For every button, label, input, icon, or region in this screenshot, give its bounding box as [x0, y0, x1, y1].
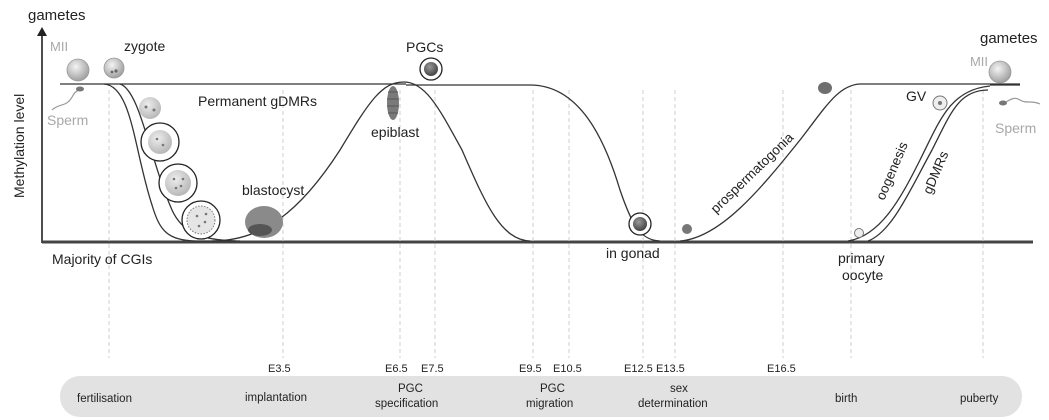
- cells: [51, 57, 1041, 240]
- prospermatogonia-rise: [679, 83, 1020, 242]
- in-gonad-label: in gonad: [606, 245, 660, 261]
- stage-implantation: implantation: [245, 392, 307, 404]
- oogenesis-rise-outer: [847, 85, 991, 242]
- y-axis-arrow: [37, 27, 47, 36]
- oogenesis-rise-inner: [867, 89, 989, 242]
- primary-oocyte-icon: [854, 228, 864, 238]
- y-axis-label: Methylation level: [11, 94, 27, 198]
- primary-oocyte-label-line2: oocyte: [842, 267, 883, 283]
- stage-sex-determination-1: sex: [670, 383, 688, 395]
- sperm-label-left: Sperm: [47, 112, 88, 128]
- gametes-label-right: gametes: [980, 30, 1038, 47]
- sperm-label-right: Sperm: [995, 120, 1036, 136]
- prospermatogonia-icon: [818, 82, 832, 94]
- time-guides: [108, 90, 984, 358]
- timepoint-label: E12.5: [624, 363, 653, 375]
- stage-pgc-specification-1: PGC: [398, 383, 423, 395]
- oogenesis-label: oogenesis: [873, 139, 911, 202]
- timepoint-label: E7.5: [421, 363, 444, 375]
- stage-pgc-migration-1: PGC: [540, 383, 565, 395]
- epiblast-icon: [387, 86, 399, 120]
- axes: [37, 27, 1033, 244]
- zygote-icon: [103, 57, 125, 79]
- permanent-gdmrs-label: Permanent gDMRs: [198, 93, 317, 109]
- zygote-drop-outer: [103, 83, 240, 242]
- primary-oocyte-label-line1: primary: [838, 250, 885, 266]
- stage-band: [60, 376, 1022, 417]
- stage-puberty: puberty: [960, 393, 999, 405]
- embryo-2cell-icon: [139, 97, 161, 119]
- gametes-label-left: gametes: [28, 7, 86, 24]
- majority-cgis-label: Majority of CGIs: [52, 251, 152, 267]
- mii-label-right: MII: [970, 54, 988, 69]
- timepoint-label: E9.5: [519, 363, 542, 375]
- stage-labels: fertilisation implantation PGC specifica…: [77, 383, 999, 410]
- epiblast-label: epiblast: [371, 124, 419, 140]
- stage-pgc-migration-2: migration: [526, 398, 573, 410]
- mii-egg-icon-right: [988, 60, 1012, 84]
- stage-fertilisation: fertilisation: [77, 393, 132, 405]
- blastocyst-label: blastocyst: [242, 182, 304, 198]
- timepoint-label: E16.5: [767, 363, 796, 375]
- timepoint-label: E6.5: [385, 363, 408, 375]
- mii-egg-icon-left: [66, 58, 90, 82]
- timepoint-label: E3.5: [268, 363, 291, 375]
- stage-sex-determination-2: determination: [638, 398, 708, 410]
- gv-label: GV: [906, 88, 927, 104]
- sperm-icon-right: [1003, 97, 1041, 105]
- timepoint-labels: E3.5 E6.5 E7.5 E9.5 E10.5 E12.5 E13.5 E1…: [268, 363, 796, 375]
- epiblast-hump: [211, 81, 531, 242]
- stage-birth: birth: [835, 393, 857, 405]
- sperm-icon-left: [51, 89, 80, 111]
- pgcs-label: PGCs: [406, 39, 443, 55]
- zygote-label: zygote: [124, 38, 165, 54]
- prospermatogonia-early-icon: [682, 224, 692, 234]
- gdmrs-label: gDMRs: [920, 149, 951, 197]
- timepoint-label: E13.5: [656, 363, 685, 375]
- mii-label-left: MII: [50, 39, 68, 54]
- stage-pgc-specification-2: specification: [375, 398, 438, 410]
- timepoint-label: E10.5: [553, 363, 582, 375]
